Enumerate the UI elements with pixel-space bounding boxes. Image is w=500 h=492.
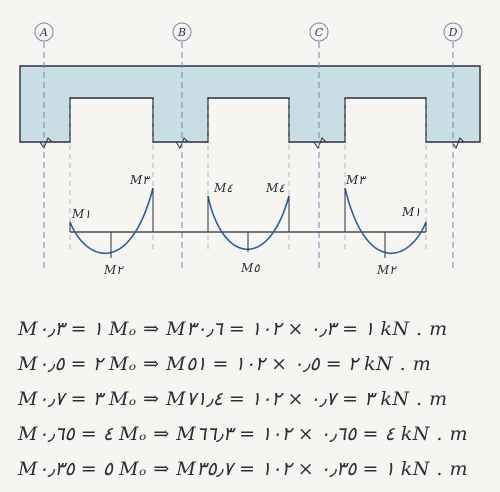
equation-m4: M٤ = ٠٫٦٥ Mₒ ⇒ M٤ = ٠٫٦٥ × ١٠٢ = ٦٦٫٣ kN… — [18, 423, 469, 445]
label-span3-right: M١ — [401, 205, 421, 219]
axis-lines — [43, 42, 454, 268]
axis-label-a: A — [39, 26, 48, 39]
label-span3-left: M٣ — [345, 173, 367, 187]
axis-bubble-b: B — [172, 22, 192, 42]
axis-label-b: B — [177, 26, 186, 39]
moment-curve-span-3 — [344, 187, 427, 254]
moment-curve-span-2 — [207, 195, 290, 251]
axis-bubble-d: D — [443, 22, 463, 42]
span-guide-lines — [69, 100, 427, 250]
label-span2-left: M٤ — [213, 181, 233, 195]
moment-equations: M١ = ٠٫٣ Mₒ ⇒ M١ = ٠٫٣ × ١٠٢ = ٣٠٫٦ kN .… — [18, 312, 488, 487]
label-span1-mid: M٢ — [103, 263, 124, 277]
equation-m2: M٢ = ٠٫٥ Mₒ ⇒ M٢ = ٠٫٥ × ١٠٢ = ٥١ kN . m — [18, 353, 432, 375]
equation-m5: M٥ = ٠٫٣٥ Mₒ ⇒ M١ = ٠٫٣٥ × ١٠٢ = ٣٥٫٧ kN… — [18, 458, 469, 480]
beam-diagram: A B C D M١ M٣ M٢ M٤ M٤ M٥ M٣ M١ M٢ — [19, 22, 481, 277]
equation-m1: M١ = ٠٫٣ Mₒ ⇒ M١ = ٠٫٣ × ١٠٢ = ٣٠٫٦ kN .… — [18, 318, 448, 340]
label-span3-mid: M٢ — [376, 263, 397, 277]
axis-bubble-a: A — [34, 22, 54, 42]
label-span2-right: M٤ — [265, 181, 285, 195]
label-span1-left: M١ — [71, 207, 91, 221]
support-marks — [39, 137, 465, 150]
label-span1-right: M٣ — [129, 173, 151, 187]
concrete-section — [19, 65, 481, 143]
axis-label-d: D — [448, 26, 458, 39]
label-span2-mid: M٥ — [240, 261, 260, 275]
axis-bubble-c: C — [309, 22, 329, 42]
moment-curve-span-1 — [69, 187, 154, 254]
equation-m3: M٣ = ٠٫٧ Mₒ ⇒ M٣ = ٠٫٧ × ١٠٢ = ٧١٫٤ kN .… — [18, 388, 448, 410]
axis-label-c: C — [315, 26, 324, 39]
